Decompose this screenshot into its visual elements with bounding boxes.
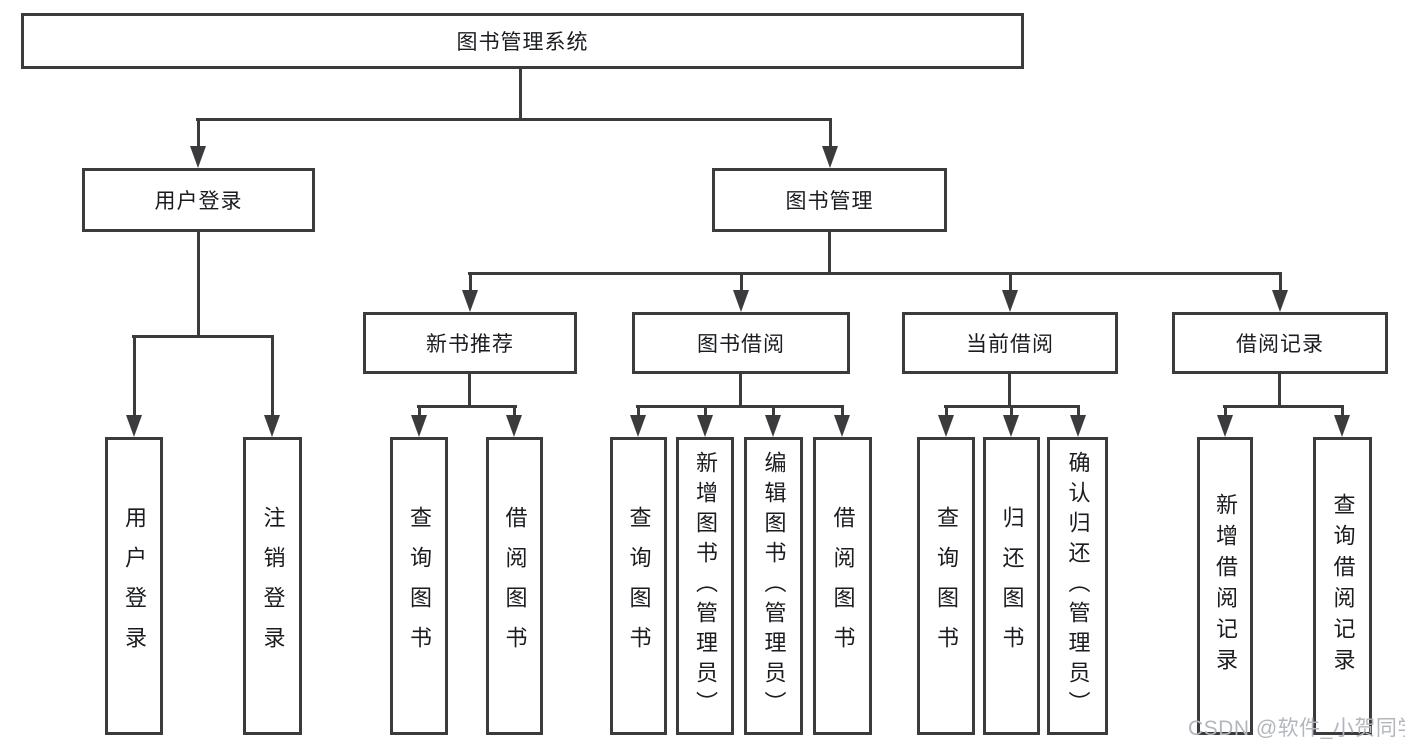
connector-stem bbox=[1008, 374, 1011, 408]
arrowhead-icon bbox=[411, 415, 427, 437]
leaf-label: 归还图书 bbox=[999, 506, 1025, 666]
leaf-query-borrow-record: 查询借阅记录 bbox=[1313, 437, 1372, 735]
node-book-management: 图书管理 bbox=[712, 168, 947, 232]
leaf-label: 查询图书 bbox=[407, 506, 432, 666]
arrowhead-icon bbox=[126, 415, 142, 437]
connector-drop-leaf bbox=[841, 408, 844, 419]
leaf-label: 新增图书（管理员） bbox=[693, 451, 718, 721]
connector-drop-new-book bbox=[469, 275, 472, 294]
leaf-label: 查询图书 bbox=[626, 506, 652, 666]
leaf-query-books-borrow: 查询图书 bbox=[610, 437, 667, 735]
leaf-label: 编辑图书（管理员） bbox=[761, 451, 787, 721]
leaf-add-books-admin: 新增图书（管理员） bbox=[676, 437, 734, 735]
connector-user-login-stem bbox=[197, 232, 200, 338]
connector-drop-leaf bbox=[1077, 408, 1080, 419]
connector-drop-leaf bbox=[1010, 408, 1013, 419]
leaf-return-books: 归还图书 bbox=[983, 437, 1040, 735]
connector-drop-leaf bbox=[772, 408, 775, 419]
node-user-login-label: 用户登录 bbox=[154, 190, 243, 213]
leaf-logout-label: 注销登录 bbox=[260, 506, 286, 666]
connector-drop-leaf bbox=[945, 408, 948, 419]
arrowhead-icon bbox=[1002, 290, 1018, 312]
csdn-watermark: CSDN @软件_小贺同学 bbox=[1188, 717, 1405, 740]
connector-drop-leaf bbox=[704, 408, 707, 419]
connector-drop-book-borrow bbox=[740, 275, 743, 294]
node-root-label: 图书管理系统 bbox=[456, 31, 589, 54]
arrowhead-icon bbox=[506, 415, 522, 437]
connector-root-stem bbox=[519, 69, 522, 121]
arrowhead-icon bbox=[938, 415, 954, 437]
connector-drop-leaf bbox=[513, 408, 516, 419]
arrowhead-icon bbox=[1334, 415, 1350, 437]
arrowhead-icon bbox=[630, 415, 646, 437]
connector-drop-borrow-records bbox=[1279, 275, 1282, 294]
leaf-user-login: 用户登录 bbox=[105, 437, 163, 735]
connector-rail bbox=[417, 405, 517, 408]
connector-drop-current-borrow bbox=[1009, 275, 1012, 294]
arrowhead-icon bbox=[733, 290, 749, 312]
leaf-label: 确认归还（管理员） bbox=[1065, 451, 1091, 721]
connector-drop-leaf bbox=[637, 408, 640, 419]
node-borrow-records-label: 借阅记录 bbox=[1236, 333, 1324, 356]
leaf-query-books-recommend: 查询图书 bbox=[390, 437, 448, 735]
connector-drop-leaf bbox=[133, 338, 136, 419]
leaf-confirm-return-admin: 确认归还（管理员） bbox=[1047, 437, 1108, 735]
node-new-book-recommend-label: 新书推荐 bbox=[426, 333, 514, 356]
connector-stem bbox=[739, 374, 742, 408]
connector-stem bbox=[1278, 374, 1281, 408]
leaf-borrow-books-recommend: 借阅图书 bbox=[486, 437, 543, 735]
connector-rail bbox=[636, 405, 844, 408]
arrowhead-icon bbox=[1272, 290, 1288, 312]
arrowhead-icon bbox=[1070, 415, 1086, 437]
arrowhead-icon bbox=[1003, 415, 1019, 437]
leaf-borrow-books: 借阅图书 bbox=[813, 437, 872, 735]
leaf-label: 借阅图书 bbox=[830, 506, 856, 666]
arrowhead-icon bbox=[1217, 415, 1233, 437]
node-current-borrow: 当前借阅 bbox=[902, 312, 1118, 374]
leaf-label: 查询图书 bbox=[934, 506, 959, 666]
leaf-label: 借阅图书 bbox=[502, 506, 528, 666]
leaf-add-borrow-record: 新增借阅记录 bbox=[1197, 437, 1253, 735]
node-book-management-label: 图书管理 bbox=[785, 190, 874, 213]
leaf-user-login-label: 用户登录 bbox=[122, 506, 147, 666]
leaf-label: 新增借阅记录 bbox=[1213, 493, 1238, 679]
connector-drop-leaf bbox=[418, 408, 421, 419]
connector-level2-rail bbox=[468, 272, 1282, 275]
arrowhead-icon bbox=[834, 415, 850, 437]
node-root-library-system: 图书管理系统 bbox=[21, 13, 1024, 69]
node-book-borrow: 图书借阅 bbox=[632, 312, 850, 374]
connector-user-login-rail bbox=[132, 335, 274, 338]
connector-drop-user-login bbox=[197, 121, 200, 150]
arrowhead-icon bbox=[765, 415, 781, 437]
connector-drop-leaf bbox=[1341, 408, 1344, 419]
node-current-borrow-label: 当前借阅 bbox=[966, 333, 1054, 356]
arrowhead-icon bbox=[264, 415, 280, 437]
connector-drop-leaf bbox=[271, 338, 274, 419]
connector-drop-book-management bbox=[829, 121, 832, 150]
connector-rail bbox=[1223, 405, 1344, 408]
leaf-query-books-current: 查询图书 bbox=[917, 437, 975, 735]
node-new-book-recommend: 新书推荐 bbox=[363, 312, 577, 374]
arrowhead-icon bbox=[462, 290, 478, 312]
node-user-login: 用户登录 bbox=[82, 168, 315, 232]
leaf-label: 查询借阅记录 bbox=[1330, 493, 1356, 679]
arrowhead-icon bbox=[822, 146, 838, 168]
leaf-edit-books-admin: 编辑图书（管理员） bbox=[744, 437, 803, 735]
connector-stem bbox=[468, 374, 471, 408]
arrowhead-icon bbox=[190, 146, 206, 168]
node-borrow-records: 借阅记录 bbox=[1172, 312, 1388, 374]
connector-book-management-stem bbox=[828, 232, 831, 275]
connector-rail bbox=[944, 405, 1080, 408]
node-book-borrow-label: 图书借阅 bbox=[697, 333, 785, 356]
connector-drop-leaf bbox=[1224, 408, 1227, 419]
leaf-logout: 注销登录 bbox=[243, 437, 302, 735]
connector-level1-rail bbox=[196, 118, 832, 121]
arrowhead-icon bbox=[697, 415, 713, 437]
